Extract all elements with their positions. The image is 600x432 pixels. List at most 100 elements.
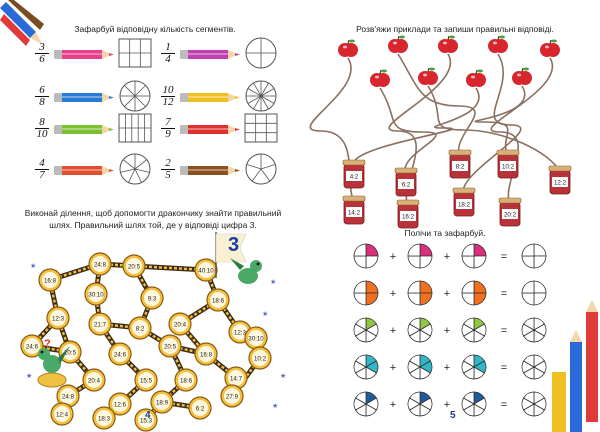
maze-cell-label: 15:3 <box>140 418 153 425</box>
maze-cell[interactable]: 16:8 <box>38 268 62 292</box>
fraction-numerator: 1 <box>165 41 171 53</box>
jam-jar[interactable]: 20:2 <box>498 197 522 227</box>
fraction-circle[interactable] <box>244 36 278 70</box>
answer-circle[interactable] <box>521 391 547 417</box>
apple-icon <box>388 35 408 53</box>
fraction-circle[interactable] <box>244 152 278 186</box>
fraction-circle[interactable] <box>461 243 487 269</box>
jam-jar[interactable]: 18:2 <box>452 187 476 217</box>
pencil-icon <box>54 50 114 59</box>
maze-cell-label: 24:8 <box>94 262 107 269</box>
fraction-circle[interactable] <box>407 243 433 269</box>
maze-cell[interactable]: 24:6 <box>108 342 132 366</box>
jam-jar[interactable]: 8:2 <box>448 149 472 179</box>
equals-sign: = <box>501 251 507 263</box>
answer-circle[interactable] <box>521 354 547 380</box>
maze-cell[interactable]: 20:5 <box>158 334 182 358</box>
maze-cell[interactable]: 9:3 <box>140 286 164 310</box>
fraction-circles: ++=++=++=++=++= <box>353 243 547 417</box>
pencil-icon <box>180 166 240 175</box>
jam-jar[interactable]: 6:2 <box>394 167 418 197</box>
fraction-circle[interactable] <box>461 354 487 380</box>
maze-cell[interactable]: 12:4 <box>50 402 74 426</box>
maze-cell[interactable]: 27:9 <box>220 384 244 408</box>
fraction-circle[interactable] <box>353 317 379 343</box>
maze-cell[interactable]: 20:4 <box>168 312 192 336</box>
maze-cell[interactable]: 30:10 <box>84 282 108 306</box>
maze-cell[interactable]: 10:5 <box>58 340 82 364</box>
left-page: Зафарбуй відповідну кількість сегментів.… <box>0 0 300 432</box>
maze-cell[interactable]: 18:9 <box>150 390 174 414</box>
fraction-rectangle[interactable] <box>118 36 152 70</box>
fraction-circle[interactable] <box>353 354 379 380</box>
maze-cell[interactable]: 21:7 <box>88 312 112 336</box>
jam-jar[interactable]: 16:2 <box>396 199 420 229</box>
maze-cell-label: 27:9 <box>226 394 239 401</box>
question-mark: ? <box>44 338 51 350</box>
jam-jar[interactable]: 12:2 <box>548 165 572 195</box>
corner-pencils-left <box>0 0 44 46</box>
apple-icon <box>466 69 486 87</box>
jam-jar[interactable]: 4:2 <box>342 159 366 189</box>
fraction-circle[interactable] <box>407 317 433 343</box>
dragon-top-right <box>230 258 262 284</box>
maze-cell[interactable]: 40:10 <box>194 258 218 282</box>
fraction-circle[interactable] <box>407 280 433 306</box>
maze-cell-label: 18:6 <box>212 298 225 305</box>
answer-circle[interactable] <box>521 280 547 306</box>
maze-cell[interactable]: 10:2 <box>248 346 272 370</box>
maze-cell-label: 14:7 <box>230 376 243 383</box>
maze-cell[interactable]: 6:2 <box>188 396 212 420</box>
fraction-circle[interactable] <box>461 317 487 343</box>
star-icon: ★ <box>26 372 32 380</box>
star-icon: ★ <box>270 278 276 286</box>
maze-cell[interactable]: 14:7 <box>224 366 248 390</box>
maze-cell[interactable]: 18:6 <box>206 288 230 312</box>
fraction-circle[interactable] <box>407 354 433 380</box>
apple-icon <box>338 39 358 57</box>
plus-sign: + <box>390 251 396 263</box>
answer-circle[interactable] <box>521 317 547 343</box>
maze-cell[interactable]: 24:6 <box>20 334 44 358</box>
maze-cell[interactable]: 24:8 <box>88 252 112 276</box>
jam-jar[interactable]: 14:2 <box>342 195 366 225</box>
maze-cell[interactable]: 16:8 <box>194 342 218 366</box>
fraction-rectangle[interactable] <box>244 111 278 145</box>
maze-cell[interactable]: 15:5 <box>134 368 158 392</box>
fraction-numerator: 2 <box>165 157 171 169</box>
fraction-rectangle[interactable] <box>118 111 152 145</box>
maze-cell[interactable]: 8:2 <box>128 316 152 340</box>
maze-cell[interactable]: 18:3 <box>92 406 116 430</box>
pencil-icon <box>54 93 114 102</box>
maze-cell-label: 24:6 <box>26 344 39 351</box>
fraction-numerator: 8 <box>39 116 45 128</box>
maze-cell[interactable]: 18:6 <box>174 368 198 392</box>
fraction-circle[interactable] <box>118 152 152 186</box>
jam-jar[interactable]: 10:2 <box>496 149 520 179</box>
fraction-circle[interactable] <box>244 79 278 113</box>
fraction-circle[interactable] <box>407 391 433 417</box>
fraction-circle[interactable] <box>353 243 379 269</box>
fraction-circle[interactable] <box>353 280 379 306</box>
maze-cell[interactable]: 15:3 <box>134 408 158 432</box>
fraction-circle[interactable] <box>461 280 487 306</box>
maze-cell-label: 16:8 <box>200 352 213 359</box>
star-icon: ★ <box>272 402 278 410</box>
fraction-circle[interactable] <box>118 79 152 113</box>
fraction-circle[interactable] <box>353 391 379 417</box>
maze-cell[interactable]: 20:5 <box>122 254 146 278</box>
maze-cell[interactable]: 30:10 <box>244 326 268 350</box>
fraction-circle[interactable] <box>461 391 487 417</box>
maze-cell[interactable]: 12:6 <box>108 392 132 416</box>
maze-cell[interactable]: 12:3 <box>46 306 70 330</box>
answer-circle[interactable] <box>521 243 547 269</box>
maze-cell[interactable]: 20:4 <box>82 368 106 392</box>
maze-cell-label: 10:2 <box>254 356 267 363</box>
maze-cell-label: 40:10 <box>198 268 214 275</box>
maze-cell-label: 20:5 <box>128 264 141 271</box>
